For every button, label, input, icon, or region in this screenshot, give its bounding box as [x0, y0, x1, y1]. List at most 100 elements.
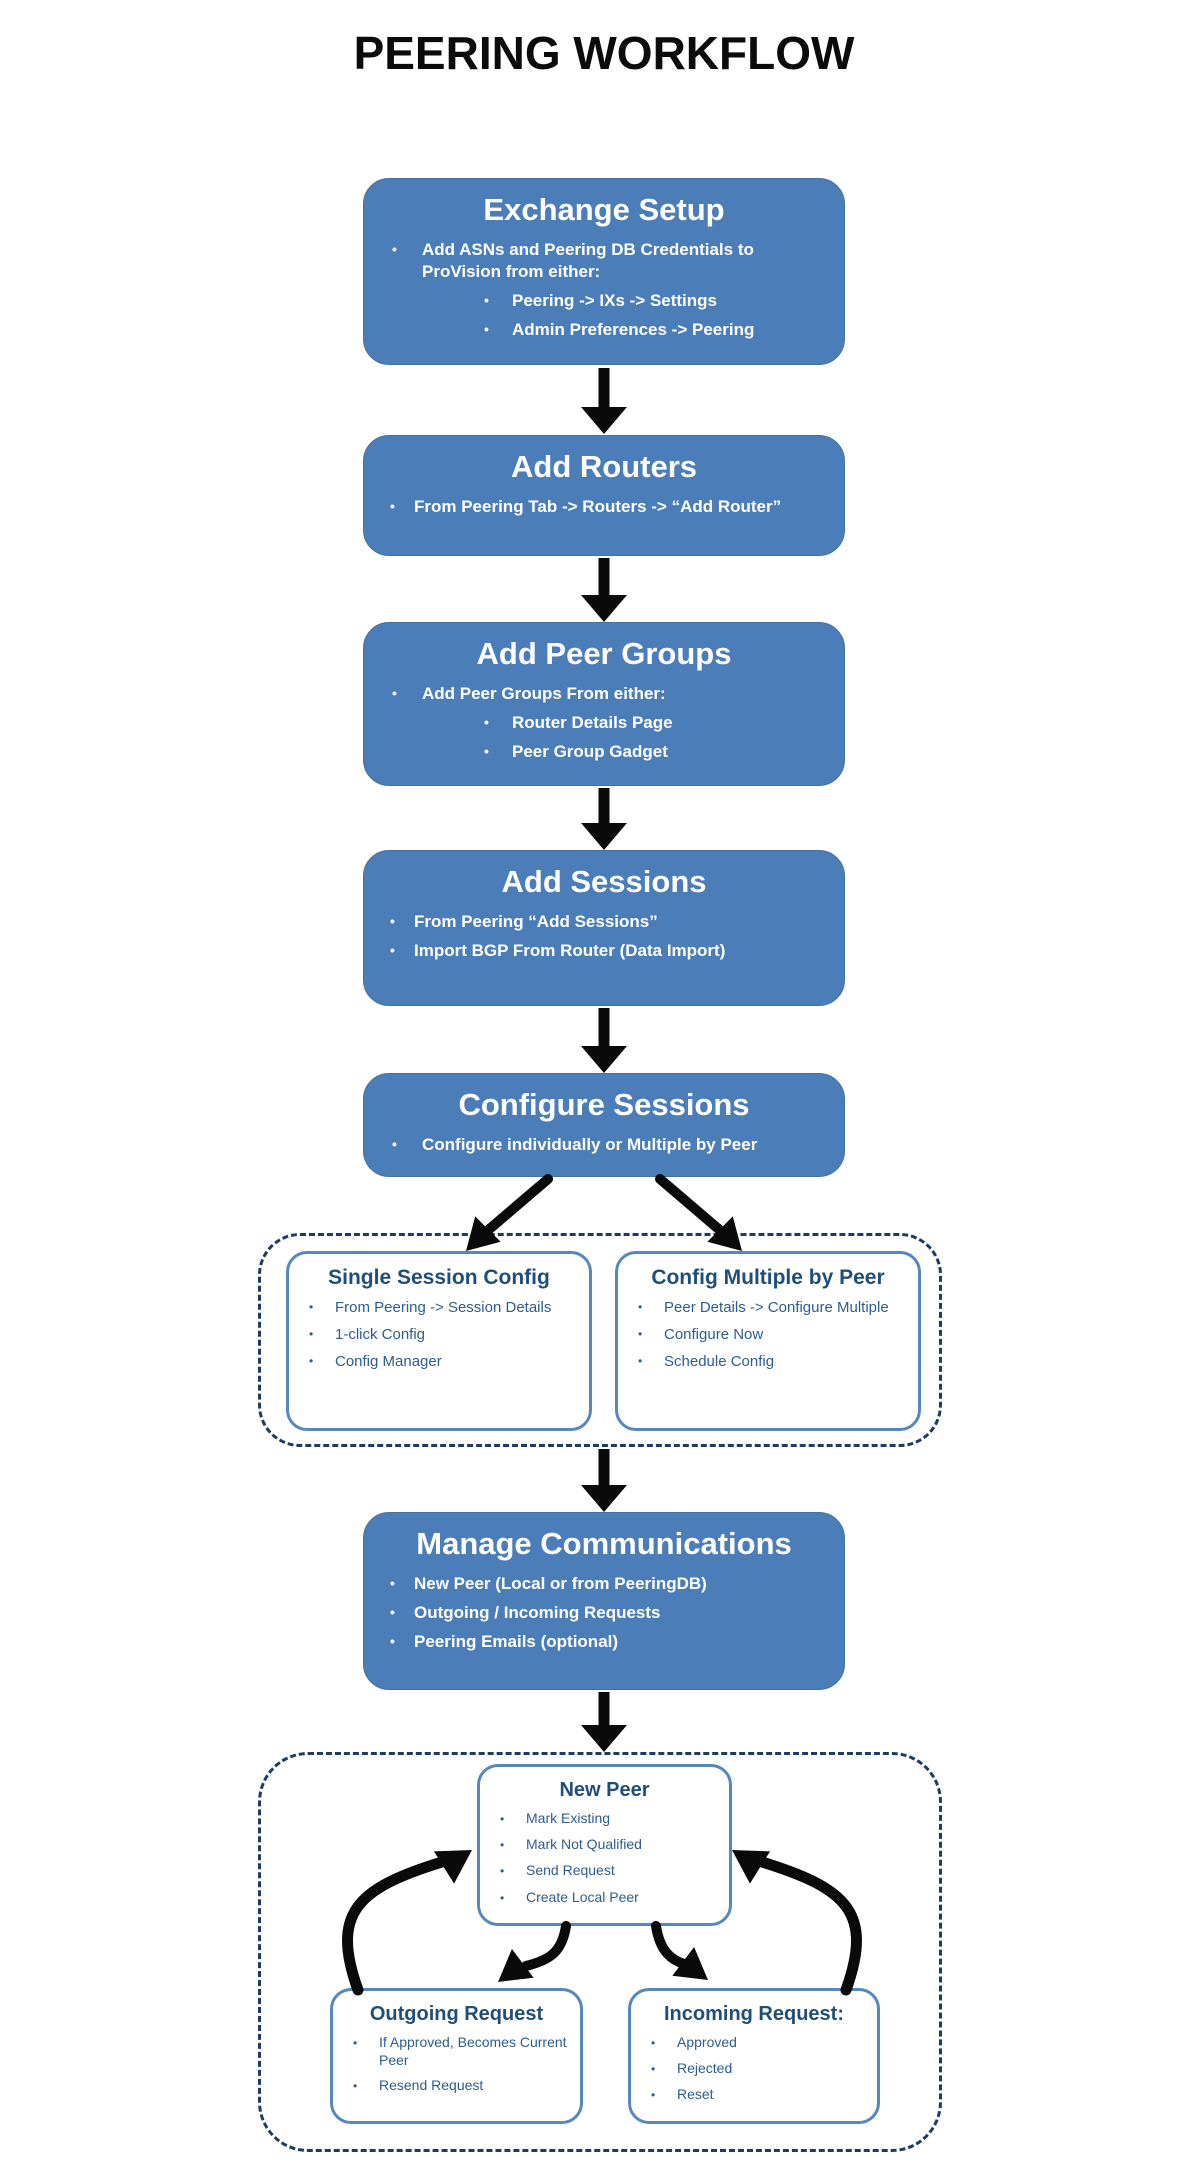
bullet-marker: • — [484, 714, 489, 731]
box-title: Manage Communications — [416, 1526, 792, 1561]
session-config-options-group — [258, 1233, 942, 1447]
bullet-text: Mark Existing — [526, 1810, 611, 1826]
arrow-down-peer-groups-to-sessions — [581, 788, 627, 850]
bullet-item: •From Peering “Add Sessions” — [390, 911, 820, 933]
bullet-marker: • — [390, 498, 395, 514]
bullet-marker: • — [309, 1327, 314, 1342]
bullet-marker: • — [484, 321, 489, 338]
bullet-list: •From Peering -> Session Details • 1-clic… — [289, 1298, 589, 1372]
bullet-text: From Peering Tab -> Routers -> “Add Rout… — [414, 497, 782, 516]
box-title: Configure Sessions — [458, 1087, 750, 1122]
bullet-marker: • — [392, 241, 397, 257]
bullet-marker: • — [500, 1864, 505, 1879]
bullet-list: •From Peering “Add Sessions” •Import BGP… — [364, 911, 844, 962]
bullet-item: • Schedule Config — [638, 1352, 908, 1371]
bullet-marker: • — [353, 2078, 358, 2093]
bullet-marker: • — [638, 1354, 643, 1369]
sub-box-config-multiple-by-peer: Config Multiple by Peer •Peer Details ->… — [615, 1251, 921, 1431]
bullet-item: •New Peer (Local or from PeeringDB) — [390, 1573, 820, 1595]
bullet-list: • Add ASNs and Peering DB Credentials to … — [364, 239, 844, 341]
bullet-marker: • — [392, 685, 397, 701]
box-title: Single Session Config — [328, 1266, 550, 1289]
flow-box-exchange-setup: Exchange Setup • Add ASNs and Peering DB … — [363, 178, 845, 365]
bullet-marker: • — [651, 2062, 656, 2077]
bullet-item: •Configure individually or Multiple by P… — [392, 1134, 820, 1156]
bullet-text: Resend Request — [379, 2076, 484, 2093]
bullet-item: •Reset — [651, 2086, 867, 2105]
bullet-text: If Approved, Becomes Current Peer — [379, 2034, 567, 2068]
bullet-item: •From Peering -> Session Details — [309, 1298, 579, 1317]
bullet-marker: • — [484, 743, 489, 760]
bullet-marker: • — [353, 2036, 358, 2050]
bullet-list: •Approved • Rejected •Reset — [631, 2034, 877, 2106]
bullet-text: Add Peer Groups From either: — [422, 684, 666, 703]
bullet-item: •Config Manager — [309, 1352, 579, 1371]
box-title: Exchange Setup — [483, 192, 725, 227]
bullet-text: Send Request — [526, 1862, 615, 1879]
box-title: New Peer — [559, 1779, 650, 1801]
flow-box-add-sessions: Add Sessions •From Peering “Add Sessions… — [363, 850, 845, 1006]
bullet-marker: • — [484, 292, 489, 309]
bullet-text: Configure Now — [664, 1326, 764, 1344]
box-title: Add Routers — [511, 449, 697, 484]
bullet-marker: • — [390, 1604, 395, 1621]
bullet-marker: • — [500, 1890, 505, 1905]
arrow-down-manage-to-cycle-group — [581, 1692, 627, 1752]
page-title: PEERING WORKFLOW — [353, 27, 855, 79]
bullet-text: Approved — [677, 2034, 737, 2050]
bullet-item: • 1-click Config — [309, 1325, 579, 1344]
bullet-item: •Import BGP From Router (Data Import) — [390, 940, 820, 962]
arrow-down-exchange-to-routers — [581, 368, 627, 434]
bullet-item: •Admin Preferences -> Peering — [392, 319, 820, 341]
bullet-item: • Peering Emails (optional) — [390, 1631, 820, 1653]
box-title: Config Multiple by Peer — [651, 1266, 885, 1289]
bullet-item: •Peer Details -> Configure Multiple — [638, 1298, 908, 1317]
bullet-text: Import BGP From Router (Data Import) — [414, 941, 726, 961]
arrow-down-sessions-to-configure — [581, 1008, 627, 1073]
bullet-item: • Add Peer Groups From either: — [392, 683, 820, 705]
bullet-item: • Mark Existing — [500, 1810, 719, 1829]
bullet-list: • Mark Existing • Mark Not Qualified • Send… — [480, 1810, 729, 1908]
bullet-item: • Configure Now — [638, 1325, 908, 1344]
flow-box-manage-communications: Manage Communications •New Peer (Local o… — [363, 1512, 845, 1690]
bullet-item: •Approved — [651, 2034, 867, 2053]
box-title: Add Sessions — [501, 864, 707, 899]
bullet-text: Peering Emails (optional) — [414, 1632, 619, 1652]
flow-box-add-peer-groups: Add Peer Groups •Add Peer Groups From ei… — [363, 622, 845, 786]
sub-box-single-session-config: Single Session Config •From Peering -> S… — [286, 1251, 592, 1431]
bullet-marker: • — [390, 1633, 395, 1650]
bullet-marker: • — [500, 1838, 505, 1853]
arrow-down-routers-to-peer-groups — [581, 558, 627, 622]
box-title: Incoming Request: — [663, 2003, 844, 2025]
bullet-item: • Router Details Page — [392, 712, 820, 734]
bullet-text: Peering -> IXs -> Settings — [512, 291, 718, 311]
bullet-text: 1-click Config — [335, 1326, 426, 1344]
bullet-text: Peer Details -> Configure Multiple — [664, 1299, 889, 1316]
bullet-marker: • — [638, 1327, 643, 1342]
bullet-item: • If Approved, Becomes Current Peer — [353, 2034, 570, 2070]
bullet-item: • Mark Not Qualified — [500, 1836, 719, 1855]
bullet-text: Rejected — [677, 2060, 733, 2077]
bullet-text: Router Details Page — [512, 713, 673, 733]
flow-box-configure-sessions: Configure Sessions •Configure individual… — [363, 1073, 845, 1177]
bullet-item: • Resend Request — [353, 2077, 570, 2096]
bullet-marker: • — [500, 1812, 505, 1826]
bullet-item: •Peer Group Gadget — [392, 741, 820, 763]
peer-request-cycle-group — [258, 1752, 942, 2152]
bullet-text: New Peer (Local or from PeeringDB) — [414, 1574, 707, 1593]
bullet-item: • Add ASNs and Peering DB Credentials to … — [392, 239, 820, 283]
bullet-list: •Peer Details -> Configure Multiple •Con… — [618, 1298, 918, 1372]
bullet-item: • Send Request — [500, 1862, 719, 1881]
bullet-item: • Rejected — [651, 2060, 867, 2079]
bullet-text: Mark Not Qualified — [526, 1836, 642, 1853]
sub-box-outgoing-request: Outgoing Request •If Approved, Becomes C… — [330, 1988, 583, 2124]
bullet-text: Create Local Peer — [526, 1888, 639, 1905]
bullet-text: Add ASNs and Peering DB Credentials to P… — [422, 240, 754, 282]
bullet-marker: • — [392, 1136, 397, 1152]
bullet-text: Schedule Config — [664, 1353, 775, 1371]
bullet-list: •Configure individually or Multiple by P… — [364, 1134, 844, 1156]
bullet-text: Config Manager — [335, 1353, 442, 1371]
arrow-down-config-group-to-manage — [581, 1449, 627, 1512]
sub-box-incoming-request: Incoming Request: •Approved • Rejected •R… — [628, 1988, 880, 2124]
